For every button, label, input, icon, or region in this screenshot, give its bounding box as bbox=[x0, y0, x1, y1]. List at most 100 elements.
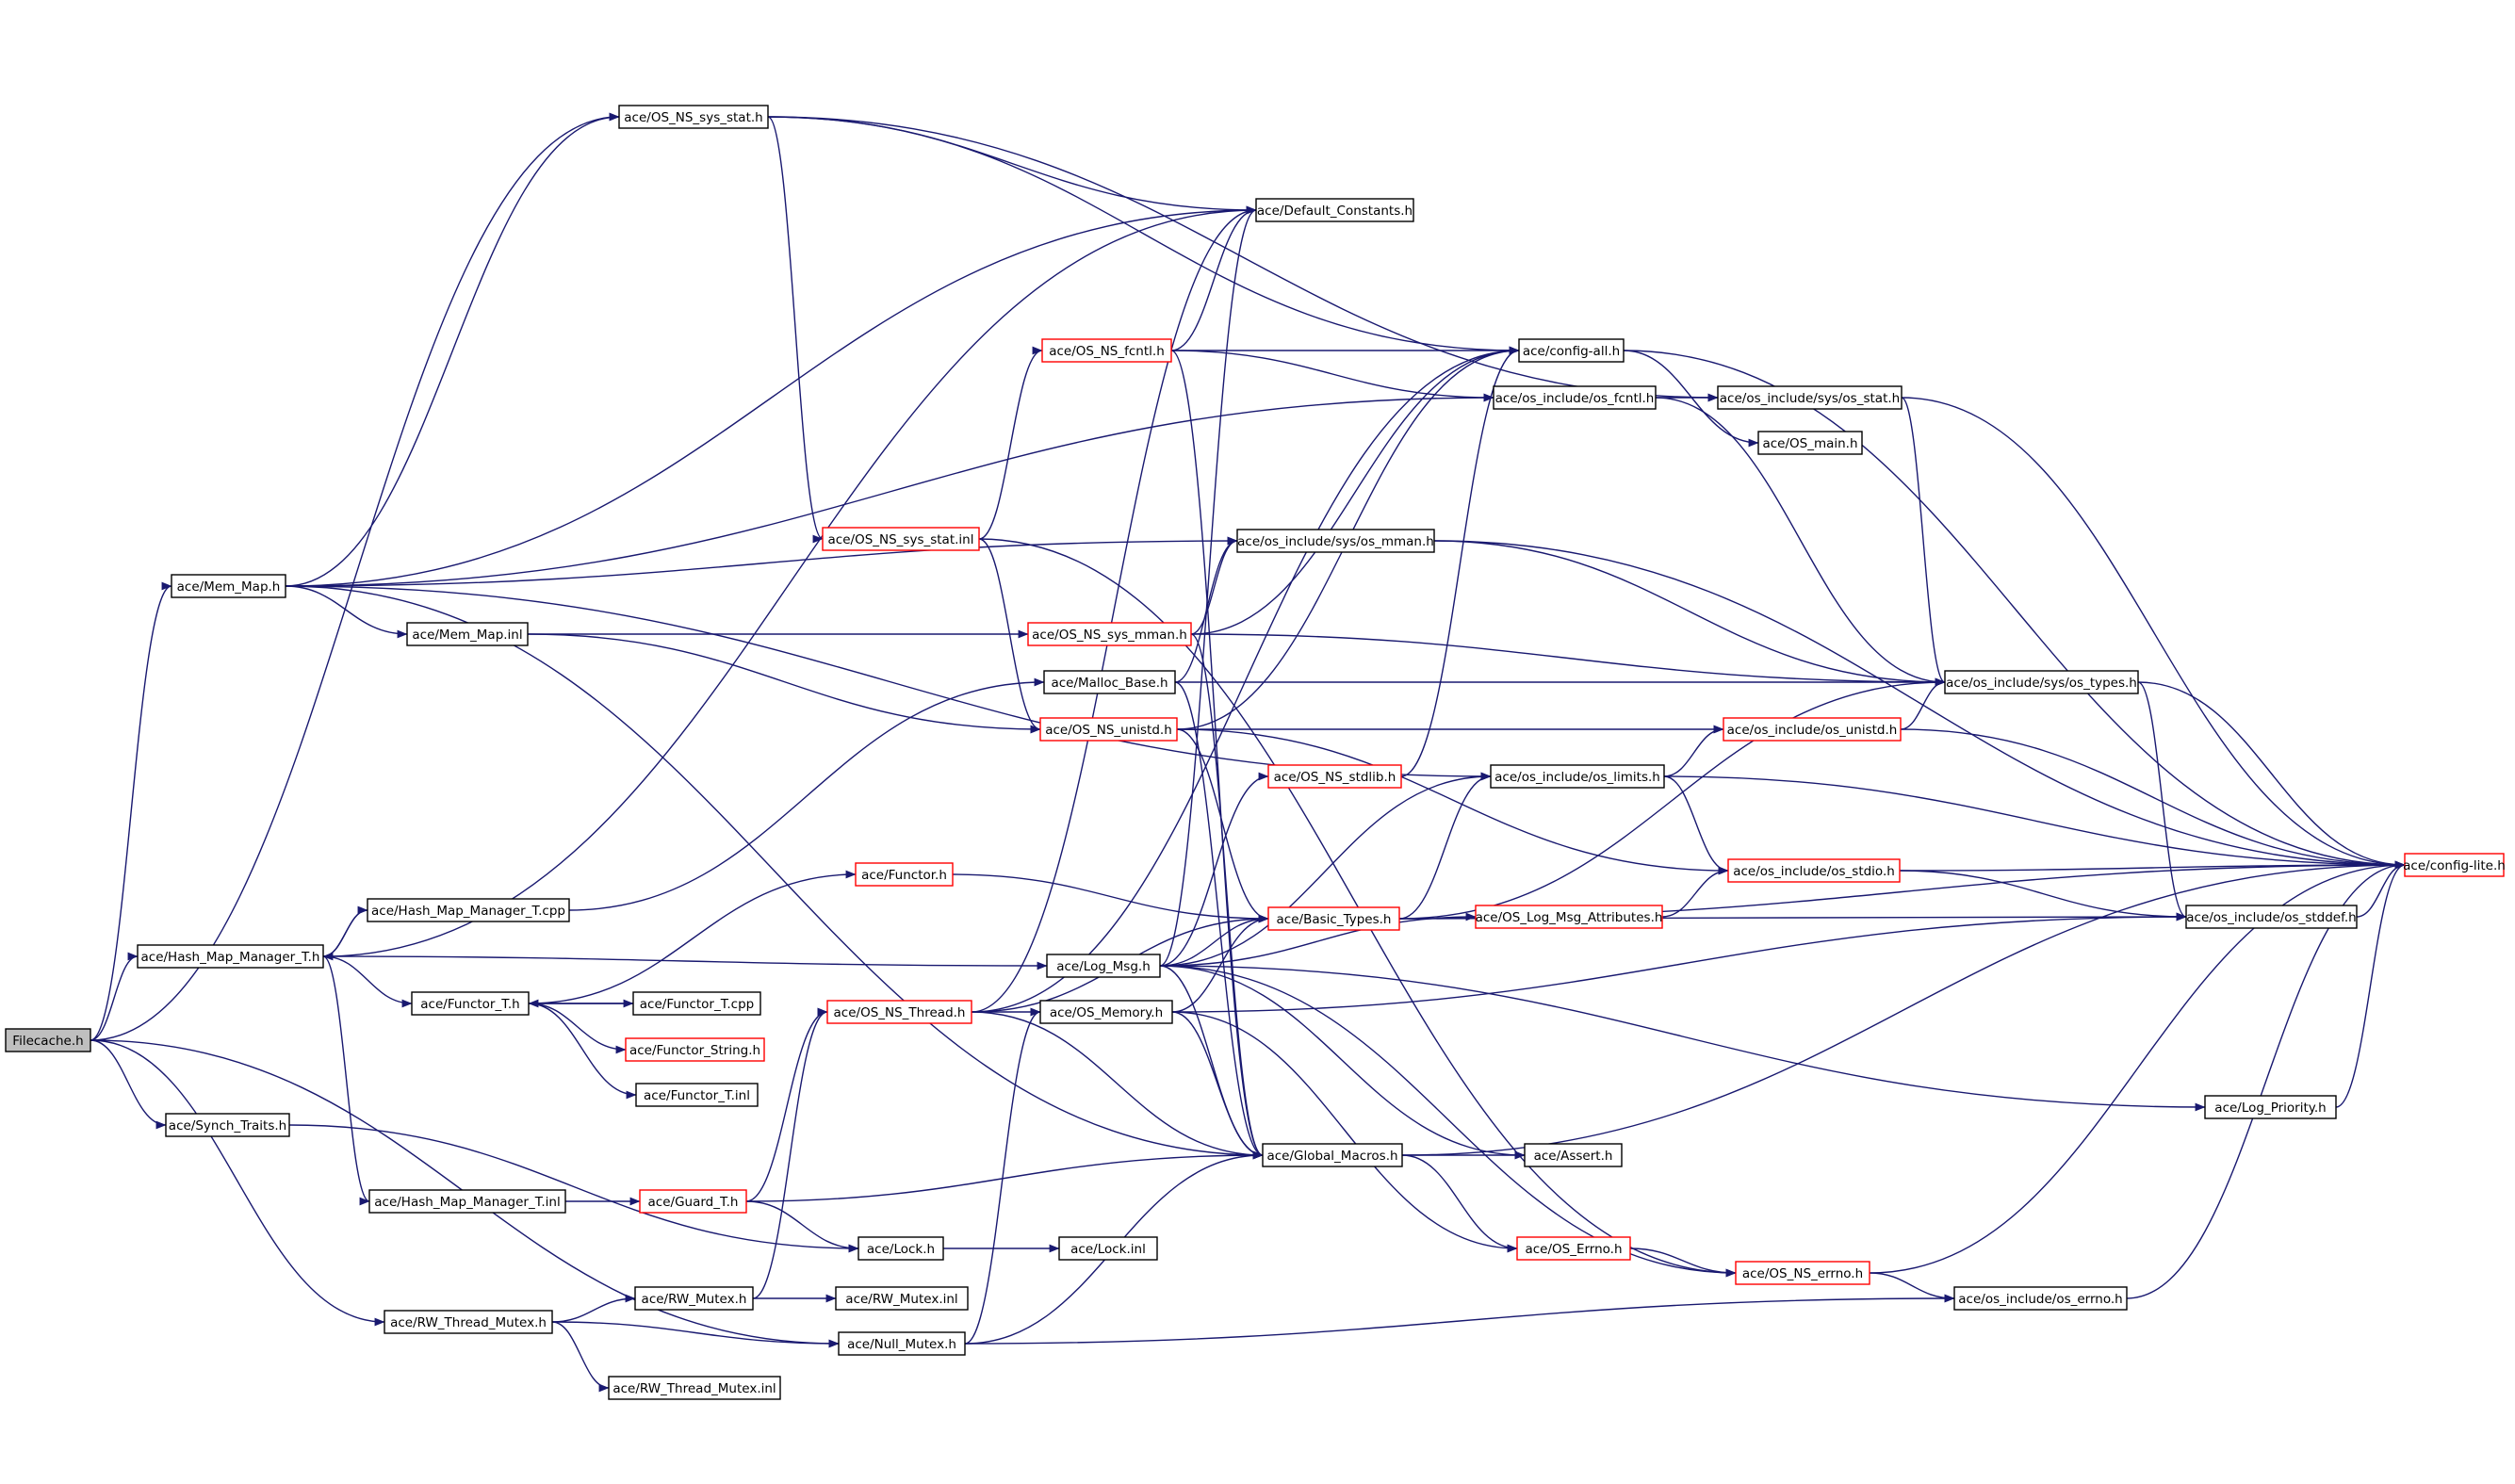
edge-hash_map_manager_t_h-to-hash_map_manager_t_cpp bbox=[322, 905, 368, 957]
node-os_ns_sys_stat_inl[interactable]: ace/OS_NS_sys_stat.inl bbox=[822, 527, 980, 551]
edge-rw_thread_mutex_h-to-null_mutex bbox=[551, 1321, 840, 1348]
edge-os_ns_sys_mman-to-config_all bbox=[1190, 346, 1520, 635]
node-label: ace/os_include/os_fcntl.h bbox=[1495, 391, 1655, 406]
node-log_msg[interactable]: ace/Log_Msg.h bbox=[1046, 954, 1161, 978]
edge-os_memory-to-basic_types bbox=[1171, 914, 1269, 1013]
node-os_ns_errno[interactable]: ace/OS_NS_errno.h bbox=[1735, 1261, 1870, 1285]
node-label: ace/OS_NS_stdlib.h bbox=[1274, 770, 1396, 785]
node-config_all[interactable]: ace/config-all.h bbox=[1518, 338, 1625, 363]
node-global_macros[interactable]: ace/Global_Macros.h bbox=[1262, 1143, 1403, 1167]
edge-hash_map_manager_t_h-to-functor_t_h bbox=[322, 955, 413, 1008]
node-os_include_errno[interactable]: ace/os_include/os_errno.h bbox=[1953, 1286, 2128, 1311]
node-os_ns_stdlib[interactable]: ace/OS_NS_stdlib.h bbox=[1267, 764, 1402, 789]
node-default_constants[interactable]: ace/Default_Constants.h bbox=[1255, 198, 1414, 222]
node-malloc_base[interactable]: ace/Malloc_Base.h bbox=[1043, 670, 1176, 694]
node-guard_t[interactable]: ace/Guard_T.h bbox=[639, 1189, 747, 1214]
node-os_include_fcntl[interactable]: ace/os_include/os_fcntl.h bbox=[1493, 385, 1657, 410]
node-label: ace/Hash_Map_Manager_T.cpp bbox=[371, 904, 565, 919]
node-mem_map_h[interactable]: ace/Mem_Map.h bbox=[171, 574, 286, 598]
node-box bbox=[1723, 717, 1902, 742]
node-os_ns_thread[interactable]: ace/OS_NS_Thread.h bbox=[826, 1000, 972, 1024]
node-box bbox=[1490, 764, 1665, 789]
node-rw_mutex_inl[interactable]: ace/RW_Mutex.inl bbox=[835, 1286, 969, 1311]
node-box bbox=[1041, 338, 1172, 363]
node-box bbox=[171, 574, 286, 598]
node-os_include_stdio[interactable]: ace/os_include/os_stdio.h bbox=[1727, 858, 1901, 883]
node-label: ace/Hash_Map_Manager_T.inl bbox=[374, 1195, 560, 1210]
node-os_include_sys_types[interactable]: ace/os_include/sys/os_types.h bbox=[1944, 670, 2139, 694]
node-label: ace/Mem_Map.inl bbox=[412, 628, 522, 643]
edge-os_include_limits-to-os_include_unistd bbox=[1663, 725, 1724, 777]
node-box bbox=[1518, 338, 1625, 363]
edge-os_ns_sys_stat_inl-to-os_ns_fcntl bbox=[978, 346, 1043, 540]
node-os_ns_unistd[interactable]: ace/OS_NS_unistd.h bbox=[1039, 717, 1178, 742]
node-mem_map_inl[interactable]: ace/Mem_Map.inl bbox=[406, 622, 529, 646]
node-os_main[interactable]: ace/OS_main.h bbox=[1757, 431, 1863, 455]
node-rw_mutex_h[interactable]: ace/RW_Mutex.h bbox=[634, 1286, 754, 1311]
node-label: ace/RW_Thread_Mutex.inl bbox=[612, 1381, 776, 1396]
node-label: ace/OS_NS_sys_stat.h bbox=[624, 110, 762, 125]
node-rw_thread_mutex_inl[interactable]: ace/RW_Thread_Mutex.inl bbox=[608, 1376, 781, 1400]
edge-os_ns_sys_stat_inl-to-os_ns_errno bbox=[978, 538, 1737, 1278]
node-os_include_limits[interactable]: ace/os_include/os_limits.h bbox=[1490, 764, 1665, 789]
node-box bbox=[608, 1376, 781, 1400]
edge-functor_t_h-to-functor_t_inl bbox=[528, 1003, 637, 1100]
node-null_mutex[interactable]: ace/Null_Mutex.h bbox=[838, 1331, 966, 1356]
node-hash_map_manager_t_h[interactable]: ace/Hash_Map_Manager_T.h bbox=[137, 944, 324, 969]
node-box bbox=[857, 1236, 944, 1261]
node-rw_thread_mutex_h[interactable]: ace/RW_Thread_Mutex.h bbox=[384, 1310, 553, 1334]
node-lock_h[interactable]: ace/Lock.h bbox=[857, 1236, 944, 1261]
node-assert_h[interactable]: ace/Assert.h bbox=[1524, 1143, 1623, 1167]
node-os_include_stddef[interactable]: ace/os_include/os_stddef.h bbox=[2185, 905, 2358, 929]
node-os_include_sys_mman[interactable]: ace/os_include/sys/os_mman.h bbox=[1236, 529, 1435, 553]
edge-log_msg-to-assert_h bbox=[1159, 965, 1526, 1160]
node-lock_inl[interactable]: ace/Lock.inl bbox=[1058, 1236, 1158, 1261]
edge-global_macros-to-os_errno bbox=[1401, 1154, 1518, 1253]
node-os_include_unistd[interactable]: ace/os_include/os_unistd.h bbox=[1723, 717, 1902, 742]
edge-log_msg-to-basic_types bbox=[1159, 914, 1269, 967]
node-label: ace/OS_NS_fcntl.h bbox=[1049, 344, 1165, 359]
node-functor_string[interactable]: ace/Functor_String.h bbox=[625, 1037, 765, 1062]
node-box bbox=[822, 527, 980, 551]
node-box bbox=[1727, 858, 1901, 883]
node-label: ace/OS_NS_sys_stat.inl bbox=[828, 532, 974, 547]
edge-log_msg-to-os_log_msg_attributes bbox=[1159, 912, 1477, 967]
node-box bbox=[1944, 670, 2139, 694]
node-os_ns_sys_stat_h[interactable]: ace/OS_NS_sys_stat.h bbox=[618, 105, 769, 129]
node-hash_map_manager_t_inl[interactable]: ace/Hash_Map_Manager_T.inl bbox=[368, 1189, 566, 1214]
node-hash_map_manager_t_cpp[interactable]: ace/Hash_Map_Manager_T.cpp bbox=[367, 898, 570, 922]
node-box bbox=[1757, 431, 1863, 455]
node-os_memory[interactable]: ace/OS_Memory.h bbox=[1039, 1000, 1173, 1024]
node-box bbox=[1717, 385, 1903, 410]
node-log_priority[interactable]: ace/Log_Priority.h bbox=[2204, 1095, 2337, 1119]
node-box bbox=[1493, 385, 1657, 410]
node-functor_t_cpp[interactable]: ace/Functor_T.cpp bbox=[632, 991, 761, 1016]
edge-os_include_errno-to-config_lite bbox=[2126, 860, 2406, 1299]
node-os_errno[interactable]: ace/OS_Errno.h bbox=[1516, 1236, 1631, 1261]
node-box bbox=[1735, 1261, 1870, 1285]
node-basic_types[interactable]: ace/Basic_Types.h bbox=[1267, 906, 1400, 931]
edge-mem_map_h-to-os_include_sys_mman bbox=[285, 536, 1238, 587]
node-label: ace/Functor_T.cpp bbox=[640, 997, 754, 1012]
node-os_log_msg_attributes[interactable]: ace/OS_Log_Msg_Attributes.h bbox=[1475, 905, 1663, 929]
node-box bbox=[1058, 1236, 1158, 1261]
edge-os_include_sys_stat-to-os_include_sys_types bbox=[1901, 397, 1946, 687]
node-config_lite[interactable]: ace/config-lite.h bbox=[2403, 853, 2506, 877]
node-functor_t_h[interactable]: ace/Functor_T.h bbox=[411, 991, 530, 1016]
node-label: ace/Basic_Types.h bbox=[1277, 912, 1392, 927]
node-label: ace/config-all.h bbox=[1523, 344, 1620, 359]
node-functor_t_inl[interactable]: ace/Functor_T.inl bbox=[635, 1083, 759, 1107]
edge-filecache-to-hash_map_manager_t_h bbox=[90, 952, 139, 1041]
edge-filecache-to-mem_map_h bbox=[90, 581, 172, 1041]
edge-null_mutex-to-os_memory bbox=[964, 1007, 1041, 1345]
edge-mem_map_h-to-os_include_fcntl bbox=[285, 393, 1494, 587]
node-functor_h[interactable]: ace/Functor.h bbox=[855, 862, 954, 887]
node-os_include_sys_stat[interactable]: ace/os_include/sys/os_stat.h bbox=[1717, 385, 1903, 410]
node-filecache[interactable]: Filecache.h bbox=[5, 1028, 91, 1052]
edge-os_include_stddef-to-config_lite bbox=[2356, 860, 2406, 918]
node-synch_traits[interactable]: ace/Synch_Traits.h bbox=[165, 1113, 290, 1137]
node-box bbox=[5, 1028, 91, 1052]
node-os_ns_fcntl[interactable]: ace/OS_NS_fcntl.h bbox=[1041, 338, 1172, 363]
node-os_ns_sys_mman[interactable]: ace/OS_NS_sys_mman.h bbox=[1027, 622, 1192, 646]
node-box bbox=[1516, 1236, 1631, 1261]
